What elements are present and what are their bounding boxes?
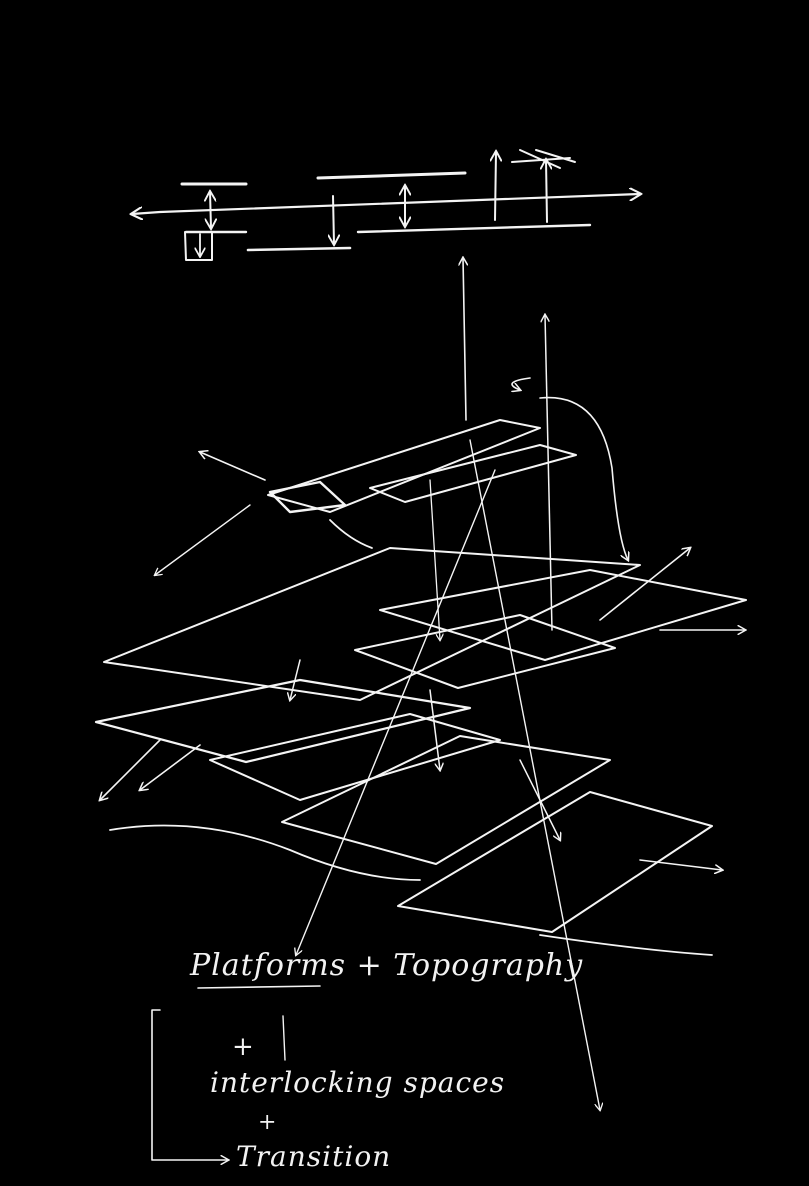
note-interlocking-spaces: interlocking spaces (210, 1066, 506, 1099)
note-plus: + (232, 1032, 255, 1062)
note-plus-second: + (258, 1110, 278, 1135)
note-connector (282, 1015, 286, 1061)
upper-platforms (155, 377, 628, 575)
main-platforms (94, 548, 747, 956)
note-underline (197, 985, 321, 989)
note-transition: Transition (236, 1140, 392, 1173)
note-bracket (151, 1009, 228, 1160)
section-diagram (132, 149, 640, 261)
note-platforms-topography: Platforms + Topography (190, 948, 584, 983)
